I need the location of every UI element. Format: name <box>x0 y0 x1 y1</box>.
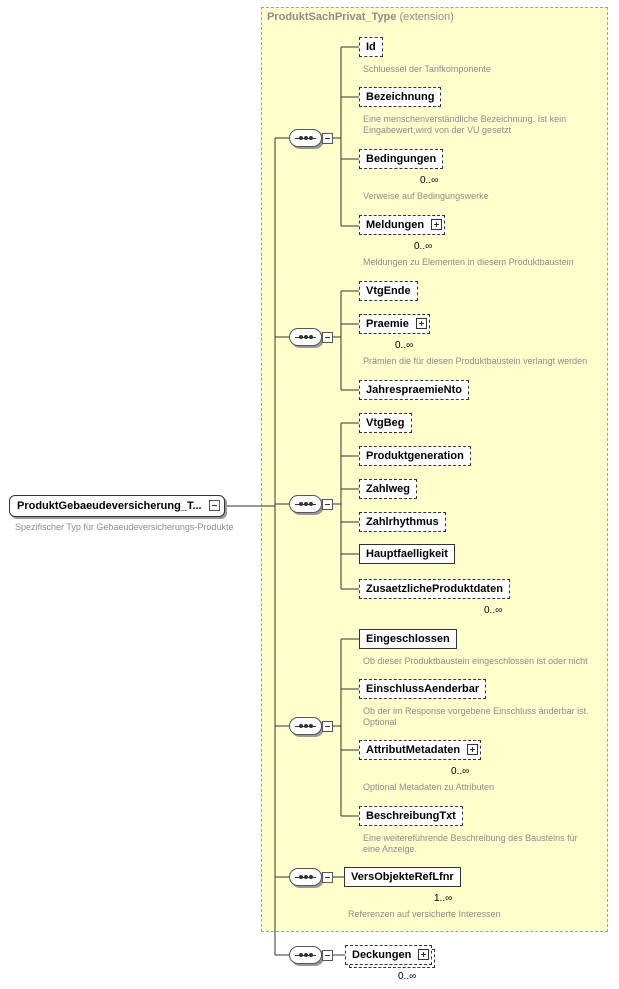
element-eingeschlossen[interactable]: Eingeschlossen <box>359 629 457 649</box>
extension-title: ProduktSachPrivat_Type (extension) <box>267 11 454 23</box>
collapse-icon[interactable] <box>322 721 333 732</box>
collapse-icon[interactable] <box>322 332 333 343</box>
expand-icon[interactable] <box>418 949 430 960</box>
collapse-icon[interactable] <box>322 499 333 510</box>
element-zusaetzlicheproduktdaten[interactable]: ZusaetzlicheProduktdaten <box>359 579 513 602</box>
element-eingeschlossen-description: Ob dieser Produktbaustein eingeschlossen… <box>363 656 588 666</box>
element-bedingungen[interactable]: Bedingungen <box>359 149 447 172</box>
element-attributmetadaten[interactable]: AttributMetadaten <box>359 740 485 763</box>
root-element-label: ProduktGebaeudeversicherung_T... <box>17 500 202 512</box>
element-praemie-description: Prämien die für diesen Produktbaustein v… <box>363 356 588 366</box>
element-bedingungen-description: Verweise auf Bedingungswerke <box>363 191 489 201</box>
element-meldungen[interactable]: Meldungen <box>359 215 449 238</box>
element-id[interactable]: Id <box>359 37 383 57</box>
sequence-compositor[interactable] <box>289 328 322 346</box>
element-einschluss-description: Ob der im Response vorgebene Einschluss … <box>363 706 589 727</box>
expand-icon[interactable] <box>467 744 479 755</box>
attribut-cardinality: 0..∞ <box>451 766 470 777</box>
element-bezeichnung-description: Eine menschenverständliche Bezeichnung. … <box>363 114 567 135</box>
collapse-icon[interactable] <box>322 872 333 883</box>
meldungen-cardinality: 0..∞ <box>414 241 433 252</box>
element-beschreibung-description: Eine weiterefü​hrende Beschreibung des B… <box>363 833 578 854</box>
collapse-icon[interactable] <box>322 950 333 961</box>
bedingungen-cardinality: 0..∞ <box>420 175 439 186</box>
collapse-icon[interactable] <box>208 500 220 511</box>
element-beschreibungtxt[interactable]: BeschreibungTxt <box>359 806 463 826</box>
root-element[interactable]: ProduktGebaeudeversicherung_T... <box>9 495 225 517</box>
element-deckungen[interactable]: Deckungen <box>345 945 436 968</box>
zusaetzliche-cardinality: 0..∞ <box>484 605 503 616</box>
expand-icon[interactable] <box>431 219 443 230</box>
element-zahlweg[interactable]: Zahlweg <box>359 479 418 499</box>
versobjekte-cardinality: 1..∞ <box>434 893 453 904</box>
sequence-compositor[interactable] <box>289 868 322 886</box>
element-versobjektereflfnr[interactable]: VersObjekteRefLfnr <box>344 867 464 890</box>
element-zahlrhythmus[interactable]: Zahlrhythmus <box>359 512 446 532</box>
sequence-compositor[interactable] <box>289 946 322 964</box>
deckungen-cardinality: 0..∞ <box>398 971 417 982</box>
element-produktgeneration[interactable]: Produktgeneration <box>359 446 471 466</box>
sequence-compositor[interactable] <box>289 717 322 735</box>
praemie-cardinality: 0..∞ <box>395 340 414 351</box>
element-attribut-description: Optional Metadaten zu Attributen <box>363 782 495 792</box>
element-meldungen-description: Meldungen zu Elementen in diesem Produkt… <box>363 257 574 267</box>
element-vtgbeg[interactable]: VtgBeg <box>359 413 412 433</box>
element-id-description: Schluessel der Tarifkomponente <box>363 64 491 74</box>
element-praemie[interactable]: Praemie <box>359 314 433 337</box>
element-jahrespraemienTo[interactable]: JahrespraemieNto <box>359 380 469 400</box>
element-versobjekte-description: Referenzen auf versicherte Interessen <box>348 909 501 919</box>
element-einschlussaenderbar[interactable]: EinschlussAenderbar <box>359 679 487 699</box>
expand-icon[interactable] <box>415 318 427 329</box>
root-description: Spezifischer Typ für Gebaeudeversicherun… <box>15 522 234 532</box>
element-vtgende[interactable]: VtgEnde <box>359 281 418 301</box>
sequence-compositor[interactable] <box>289 129 322 147</box>
collapse-icon[interactable] <box>322 133 333 144</box>
sequence-compositor[interactable] <box>289 495 322 513</box>
element-bezeichnung[interactable]: Bezeichnung <box>359 87 442 107</box>
element-hauptfaelligkeit[interactable]: Hauptfaelligkeit <box>359 544 455 564</box>
